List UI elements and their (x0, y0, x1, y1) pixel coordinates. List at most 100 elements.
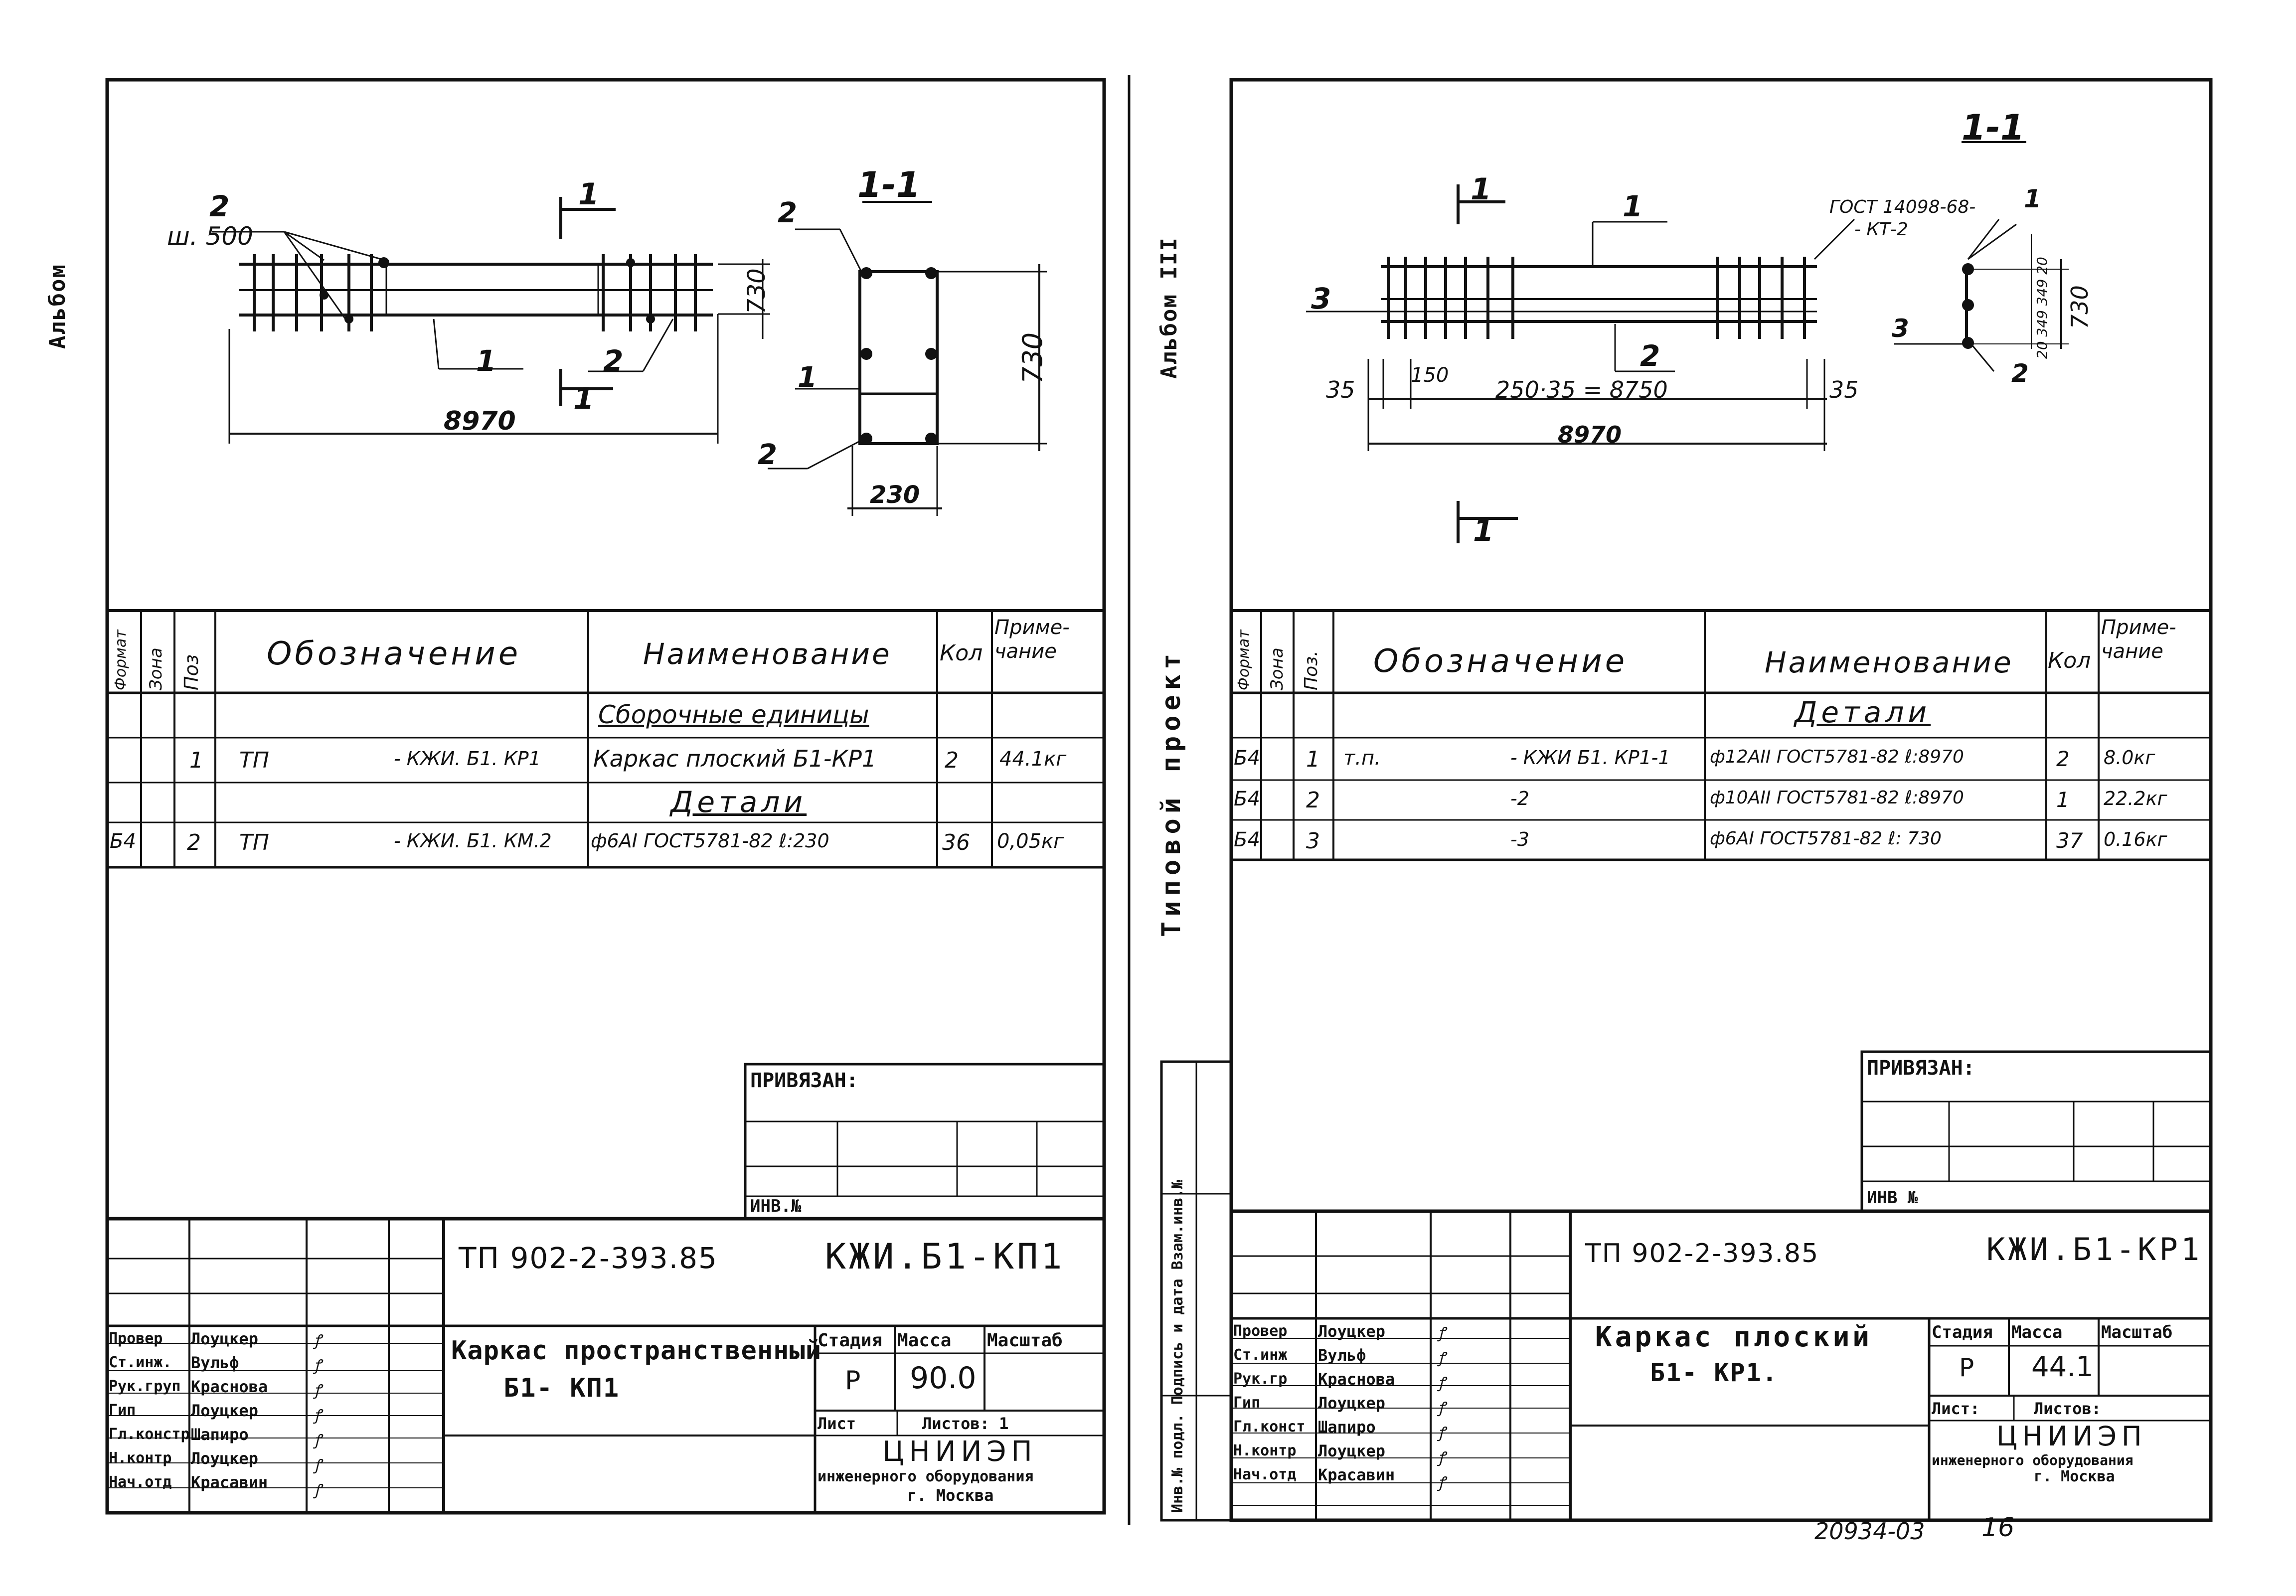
left-name-label: Вульф (191, 1353, 239, 1372)
right-doc-code: КЖИ.Б1-КР1 (1986, 1231, 2203, 1268)
right-sheet-label: Лист: (1932, 1399, 1980, 1418)
left-row2-qty: 36 (942, 830, 970, 855)
right-name-label: Лоуцкер (1318, 1441, 1385, 1460)
left-doc-code: КЖИ.Б1-КП1 (825, 1236, 1065, 1277)
left-role-label: Провер (109, 1330, 163, 1347)
left-row1-pos: 1 (189, 748, 203, 773)
right-stage: Р (1959, 1353, 1974, 1382)
right-dim-total: 8970 (1558, 421, 1622, 448)
right-row-doc: т.п. (1343, 747, 1381, 770)
left-row1-name: Каркас плоский Б1-КР1 (593, 745, 877, 772)
left-role-label: Ст.инж. (109, 1354, 172, 1371)
left-stage: Р (845, 1366, 861, 1396)
left-privyazan: ПРИВЯЗАН: (750, 1069, 858, 1092)
right-row-designation: - КЖИ Б1. КР1-1 (1510, 747, 1670, 769)
right-hdr-zone: Зона (1267, 647, 1287, 690)
right-row-name: ф10АII ГОСТ5781-82 ℓ:8970 (1710, 788, 1964, 808)
right-inv-no: ИНВ № (1867, 1188, 1918, 1208)
right-row-pos: 1 (1306, 747, 1320, 772)
left-row1-qty: 2 (945, 748, 959, 773)
right-side-album: Альбом III (1156, 237, 1182, 379)
left-name-label: Лоуцкер (191, 1449, 258, 1468)
left-hdr-qty: Кол (940, 640, 983, 666)
right-row-qty: 1 (2056, 788, 2070, 812)
right-dim-35a: 35 (1326, 376, 1355, 403)
left-sheets-label: Листов: 1 (922, 1414, 1009, 1433)
left-role-label: Рук.груп (109, 1378, 181, 1395)
right-row-name: ф6АI ГОСТ5781-82 ℓ: 730 (1710, 828, 1942, 849)
right-row-note: 22.2кг (2104, 788, 2167, 809)
right-hdr-note: Приме-чание (2101, 616, 2176, 663)
right-row-pos: 3 (1306, 828, 1320, 854)
left-role-label: Нач.отд (109, 1473, 172, 1491)
left-cut-mark-bottom: 1 (573, 381, 594, 416)
left-row2-format: Б4 (110, 830, 136, 853)
left-mass-header: Масса (897, 1330, 952, 1351)
right-dim-inner: 20 349 349 20 (2034, 257, 2050, 359)
right-row-name: ф12АII ГОСТ5781-82 ℓ:8970 (1710, 747, 1964, 767)
left-sheet-label: Лист (818, 1414, 856, 1433)
left-row1-doc: ТП (239, 748, 269, 773)
right-name-label: Краснова (1318, 1370, 1395, 1389)
left-callout-2-bottom: 2 (603, 344, 624, 378)
left-hdr-pos: Поз (180, 654, 202, 690)
right-role-label: Гл.конст (1233, 1418, 1306, 1436)
right-mass: 44.1 (2031, 1351, 2094, 1383)
right-scale-header: Масштаб (2101, 1322, 2173, 1342)
left-cut-mark-top: 1 (578, 177, 599, 212)
right-role-label: Рук.гр (1233, 1370, 1288, 1388)
left-scale-header: Масштаб (987, 1330, 1063, 1351)
right-gost-line2: - КТ-2 (1854, 219, 1908, 240)
right-org1: ЦНИИЭП (1996, 1421, 2147, 1452)
right-row-format: Б4 (1234, 828, 1260, 851)
right-row-note: 0.16кг (2104, 828, 2167, 850)
left-dim-width: 230 (870, 481, 920, 509)
right-cut-mark-top: 1 (1471, 172, 1491, 207)
left-spacing-label: ш. 500 (167, 222, 253, 251)
right-org2: инженерного оборудования (1932, 1452, 2133, 1468)
right-stamp-text: Инв.№ подл. Подпись и дата Взам.инв.№ (1169, 1179, 1186, 1513)
right-role-label: Провер (1233, 1322, 1288, 1340)
left-stage-header: Стадия (818, 1330, 883, 1351)
right-name-label: Лоуцкер (1318, 1322, 1385, 1341)
left-hdr-format: Формат (112, 630, 130, 690)
left-hdr-designation: Обозначение (267, 636, 521, 672)
right-hdr-pos: Поз. (1301, 650, 1321, 690)
right-hdr-qty: Кол (2048, 648, 2091, 673)
right-hdr-designation: Обозначение (1373, 643, 1628, 680)
right-cut-mark-bottom: 1 (1473, 513, 1494, 548)
right-sec-callout-2: 2 (2011, 359, 2029, 388)
left-title-line2: Б1- КП1 (503, 1373, 620, 1403)
left-name-label: Лоуцкер (191, 1401, 258, 1420)
right-name-label: Красавин (1318, 1465, 1395, 1484)
right-name-label: Вульф (1318, 1346, 1366, 1365)
right-dim-730: 730 (2066, 285, 2093, 329)
right-sheets-label: Листов: (2034, 1399, 2101, 1418)
right-hdr-name: Наименование (1765, 645, 2013, 679)
right-row-qty: 2 (2056, 747, 2070, 771)
right-title-line2: Б1- КР1. (1650, 1358, 1778, 1387)
left-sec-callout-2a: 2 (778, 197, 797, 229)
right-row-note: 8.0кг (2104, 747, 2155, 769)
left-hdr-zone: Зона (146, 647, 166, 690)
left-role-label: Гип (109, 1402, 136, 1419)
left-row2-doc: ТП (239, 830, 269, 855)
right-row-format: Б4 (1234, 747, 1260, 770)
left-group-details: Детали (670, 785, 807, 819)
left-org3: г. Москва (907, 1486, 994, 1505)
left-role-label: Гл.констр (109, 1426, 190, 1443)
right-org3: г. Москва (2034, 1468, 2115, 1485)
left-row2-designation: - КЖИ. Б1. КМ.2 (394, 830, 552, 852)
right-project-code: ТП 902-2-393.85 (1585, 1239, 1819, 1269)
right-row-designation: -2 (1510, 788, 1529, 809)
right-callout-3: 3 (1311, 282, 1331, 316)
right-sec-callout-3: 3 (1892, 314, 1909, 343)
right-name-label: Лоуцкер (1318, 1394, 1385, 1413)
left-row2-note: 0,05кг (997, 830, 1064, 853)
right-row-designation: -3 (1510, 828, 1529, 850)
footer-number: 20934-03 (1814, 1518, 1925, 1545)
left-name-label: Шапиро (191, 1425, 249, 1444)
